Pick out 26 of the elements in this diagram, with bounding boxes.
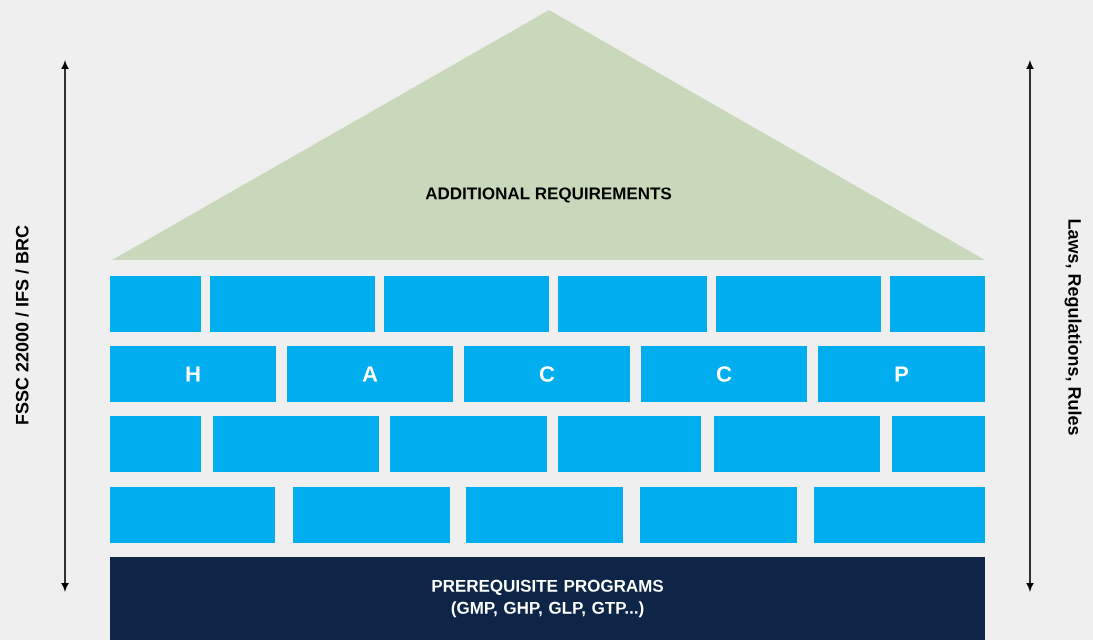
brick <box>384 276 549 332</box>
side-label: FSSC 22000 / IFS / BRC <box>15 225 29 424</box>
letter-brick: C <box>641 346 807 402</box>
foundation-bar: PREREQUISITE PROGRAMS (GMP, GHP, GLP, GTP...) <box>110 557 985 640</box>
brick <box>558 276 707 332</box>
brick <box>814 487 985 543</box>
roof-triangle: ADDITIONAL REQUIREMENTS <box>112 10 985 260</box>
brick <box>716 276 881 332</box>
brick <box>390 416 547 472</box>
brick <box>892 416 985 472</box>
brick <box>110 276 201 332</box>
brick <box>558 416 701 472</box>
letter-brick: A <box>287 346 453 402</box>
brick <box>213 416 379 472</box>
brick <box>890 276 985 332</box>
brick <box>110 487 275 543</box>
brick <box>640 487 797 543</box>
brick <box>714 416 880 472</box>
brick <box>466 487 623 543</box>
letter-brick: P <box>818 346 985 402</box>
brick <box>210 276 375 332</box>
brick <box>110 416 201 472</box>
side-label: Laws, Regulations, Rules <box>1064 219 1082 435</box>
letter-brick: C <box>464 346 630 402</box>
brick <box>293 487 450 543</box>
letter-brick: H <box>110 346 276 402</box>
